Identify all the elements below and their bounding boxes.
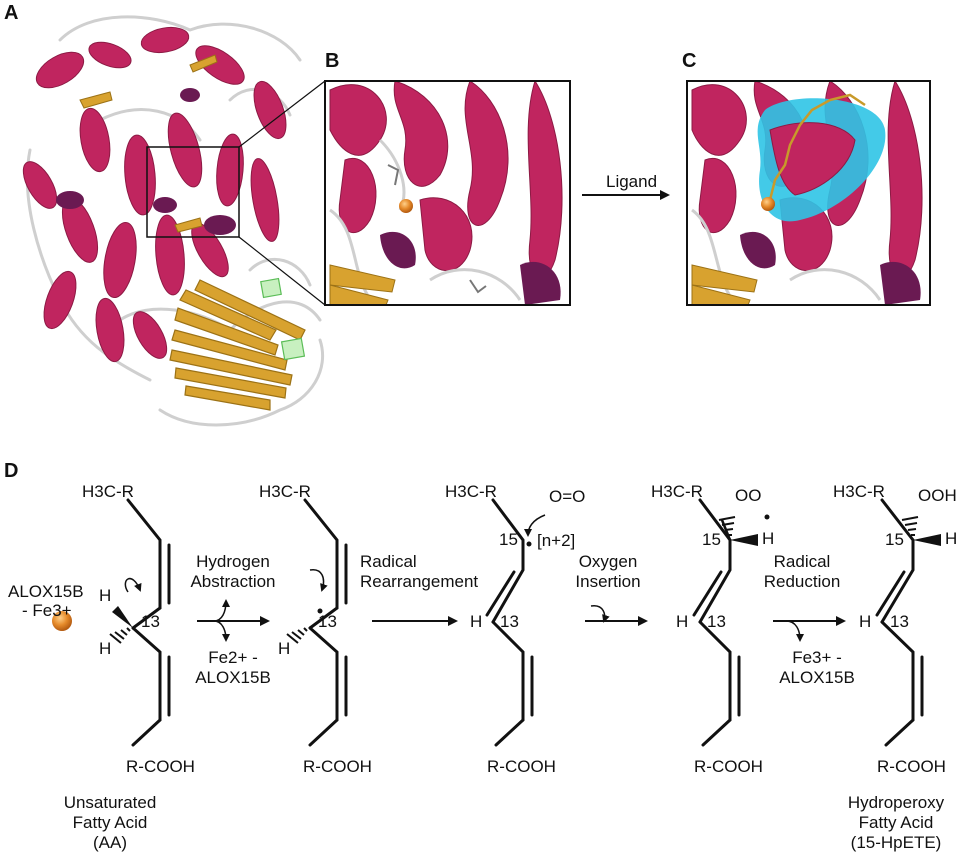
s4-h: H [676, 612, 689, 631]
caption-right-line3: (15-HpETE) [850, 833, 942, 852]
zoom-region-box [146, 146, 240, 238]
s1-top-label: H3C-R [82, 482, 134, 501]
panel-label-a: A [4, 2, 19, 24]
s3-c15: 15 [499, 530, 518, 549]
s3-o2: O=O [549, 487, 586, 506]
step2-line2: Rearrangement [360, 572, 479, 591]
structure-5-skeleton [875, 498, 924, 747]
iron-atom-b [399, 199, 413, 213]
s3-bottom-label: R-COOH [487, 757, 556, 776]
s5-c13: 13 [890, 612, 909, 631]
active-site-panel-c [686, 80, 931, 306]
s4-h15: H [762, 529, 775, 548]
s3-h: H [470, 612, 483, 631]
s1-bottom-label: R-COOH [126, 757, 195, 776]
radical-dots [317, 514, 770, 614]
structure-1-skeleton [126, 498, 171, 747]
caption-right-line2: Fatty Acid [858, 813, 934, 832]
reaction-arrows [197, 599, 846, 642]
s3-c13: 13 [500, 612, 519, 631]
step4-fe-line1: Fe3+ - [792, 648, 842, 667]
caption-left-line2: Fatty Acid [72, 813, 148, 832]
electron-push-arrows [124, 514, 546, 593]
s3-top-label: H3C-R [445, 482, 497, 501]
step4-line1: Radical [773, 552, 831, 571]
s2-c13: 13 [318, 612, 337, 631]
structure-3-skeleton [485, 498, 534, 747]
s2-top-label: H3C-R [259, 482, 311, 501]
step3-line2: Insertion [575, 572, 641, 591]
s4-top-label: H3C-R [651, 482, 703, 501]
s5-c15: 15 [885, 530, 904, 549]
step2-line1: Radical [360, 552, 417, 571]
s2-bottom-label: R-COOH [303, 757, 372, 776]
stereo-bonds [109, 516, 941, 644]
s5-h: H [859, 612, 872, 631]
active-site-panel-b [324, 80, 571, 306]
step4-line2: Reduction [763, 572, 841, 591]
panel-label-d: D [4, 460, 19, 482]
s3-n2: [n+2] [537, 531, 576, 550]
enzyme-fe-label: - Fe3+ [22, 601, 72, 620]
s5-h15: H [945, 529, 958, 548]
caption-left-line3: (AA) [93, 833, 127, 852]
step1-line1: Hydrogen [196, 552, 270, 571]
enzyme-label: ALOX15B [8, 582, 84, 601]
step1-fe-line2: ALOX15B [195, 668, 271, 687]
s2-h: H [278, 639, 291, 658]
panel-label-c: C [682, 50, 697, 72]
s5-top-label: H3C-R [833, 482, 885, 501]
s4-oo: OO [735, 486, 762, 505]
step1-fe-line1: Fe2+ - [208, 648, 258, 667]
s5-ooh: OOH [918, 486, 957, 505]
protein-structure-overview [22, 15, 326, 427]
s1-h-lower: H [99, 639, 112, 658]
s4-c15: 15 [702, 530, 721, 549]
iron-sphere-icon [52, 611, 72, 631]
iron-atom-c [761, 197, 775, 211]
caption-left-line1: Unsaturated [63, 793, 157, 812]
s5-bottom-label: R-COOH [877, 757, 946, 776]
panel-label-b: B [325, 50, 340, 72]
step3-line1: Oxygen [578, 552, 638, 571]
s1-c13: 13 [141, 612, 160, 631]
mechanism-bonds [126, 498, 924, 747]
step1-line2: Abstraction [190, 572, 276, 591]
s1-h-upper: H [99, 586, 112, 605]
caption-right-line1: Hydroperoxy [847, 793, 945, 812]
structure-2-skeleton [303, 498, 348, 747]
s4-bottom-label: R-COOH [694, 757, 763, 776]
ligand-label: Ligand [606, 172, 658, 191]
s4-c13: 13 [707, 612, 726, 631]
structure-4-skeleton [692, 498, 741, 747]
step4-fe-line2: ALOX15B [779, 668, 855, 687]
